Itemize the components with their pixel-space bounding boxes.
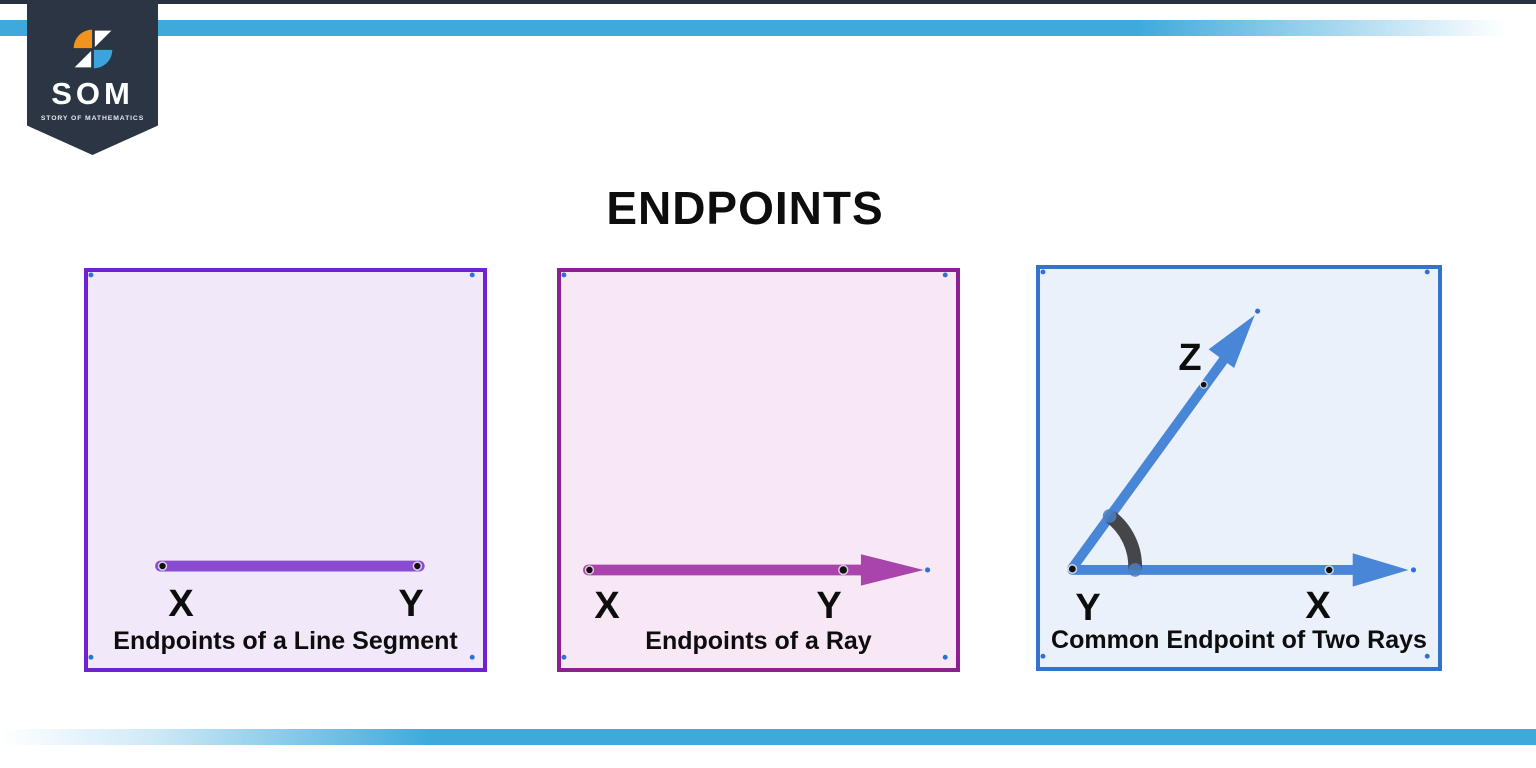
ray-arrowhead bbox=[860, 554, 924, 586]
horizontal-ray-tip-dot bbox=[1410, 567, 1417, 573]
point-label-x: X bbox=[1305, 585, 1331, 627]
point-label-z: Z bbox=[1178, 337, 1202, 379]
diagonal-ray-line bbox=[1067, 351, 1232, 573]
endpoint-dot-y bbox=[412, 561, 422, 571]
point-dot-x bbox=[1324, 565, 1334, 575]
panel-caption: Common Endpoint of Two Rays bbox=[1051, 626, 1427, 654]
endpoint-label-x: X bbox=[168, 583, 194, 625]
corner-handle-dot bbox=[561, 654, 567, 660]
arc-end-handle bbox=[1102, 509, 1117, 523]
corner-handle-dot bbox=[469, 272, 475, 278]
logo-brand-text: SOM bbox=[51, 76, 134, 111]
point-dot-y bbox=[838, 564, 849, 576]
corner-handle-dot bbox=[1040, 269, 1046, 275]
panel-ray: X Y Endpoints of a Ray bbox=[557, 268, 960, 672]
page-title: ENDPOINTS bbox=[606, 182, 884, 234]
endpoint-dot-x bbox=[157, 561, 168, 571]
endpoint-label-y: Y bbox=[398, 583, 424, 625]
point-dot-z bbox=[1199, 380, 1208, 389]
corner-handle-dot bbox=[561, 272, 567, 278]
som-logo: SOM STORY OF MATHEMATICS bbox=[27, 0, 158, 155]
corner-handle-dot bbox=[1040, 653, 1046, 659]
point-label-y: Y bbox=[816, 585, 842, 627]
endpoint-dot-x bbox=[584, 565, 595, 575]
som-pinwheel-icon bbox=[73, 29, 112, 69]
diagonal-ray-arrowhead bbox=[1208, 315, 1255, 369]
arc-end-handle bbox=[1128, 563, 1142, 577]
panel-caption: Endpoints of a Line Segment bbox=[113, 627, 458, 655]
panel-two-rays: Y X Z Common Endpoint of Two Rays bbox=[1036, 265, 1442, 671]
horizontal-ray-arrowhead bbox=[1352, 553, 1409, 587]
bottom-accent-bar bbox=[0, 729, 1536, 745]
ray-tip-dot bbox=[925, 567, 931, 573]
logo-tagline: STORY OF MATHEMATICS bbox=[40, 115, 145, 122]
vertex-label-y: Y bbox=[1075, 587, 1101, 629]
top-accent-bar bbox=[0, 20, 1536, 36]
corner-handle-dot bbox=[469, 654, 475, 660]
corner-handle-dot bbox=[88, 654, 94, 660]
corner-handle-dot bbox=[88, 272, 94, 278]
panel-caption: Endpoints of a Ray bbox=[645, 627, 872, 655]
corner-handle-dot bbox=[942, 272, 948, 278]
corner-handle-dot bbox=[1424, 653, 1430, 659]
corner-handle-dot bbox=[1424, 269, 1430, 275]
line-segment-figure bbox=[88, 272, 475, 660]
vertex-dot-y bbox=[1067, 564, 1078, 574]
two-rays-figure bbox=[1040, 269, 1430, 659]
diagonal-ray-tip-dot bbox=[1255, 308, 1261, 314]
corner-handle-dot bbox=[942, 654, 948, 660]
panel-line-segment: X Y Endpoints of a Line Segment bbox=[84, 268, 487, 672]
ray-figure bbox=[561, 272, 948, 660]
endpoint-label-x: X bbox=[594, 585, 620, 627]
top-edge-line bbox=[0, 0, 1536, 4]
angle-arc bbox=[1105, 510, 1142, 571]
